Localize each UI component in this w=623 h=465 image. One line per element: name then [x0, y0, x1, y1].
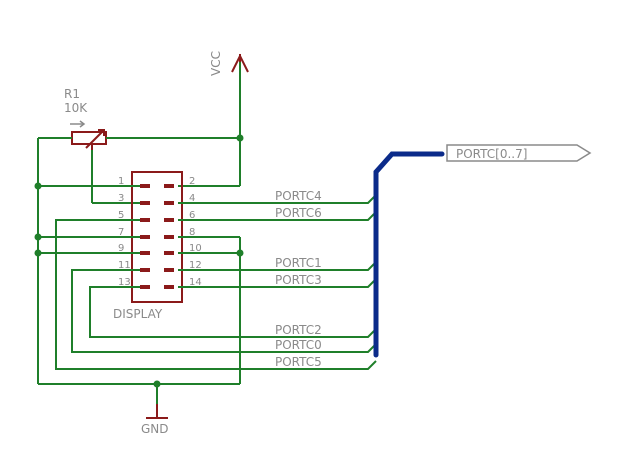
vcc-label: VCC: [209, 51, 223, 76]
r1-value: 10K: [64, 101, 88, 115]
net-labels: PORTC4PORTC6PORTC1PORTC3PORTC2PORTC0PORT…: [275, 189, 322, 369]
net-label-portc2: PORTC2: [275, 323, 322, 337]
portc-port-flag: PORTC[0..7]: [446, 144, 592, 162]
pin-number-6: 6: [189, 210, 195, 221]
pin-number-9: 9: [118, 243, 124, 254]
gnd-symbol: GND: [141, 384, 169, 436]
net-label-portc3: PORTC3: [275, 273, 322, 287]
r1-name: R1: [64, 87, 80, 101]
pin-number-5: 5: [118, 210, 124, 221]
pin-number-14: 14: [189, 277, 202, 288]
display-label: DISPLAY: [113, 307, 163, 321]
junctions: [34, 134, 244, 388]
net-label-portc6: PORTC6: [275, 206, 322, 220]
net-label-portc1: PORTC1: [275, 256, 322, 270]
r1-potentiometer: R1 10K: [64, 87, 107, 150]
pin-number-12: 12: [189, 260, 202, 271]
pin-number-1: 1: [118, 176, 124, 187]
portc-bus: [373, 151, 445, 358]
portc-bus-label: PORTC[0..7]: [456, 147, 527, 161]
portc-signal-wires: [55, 194, 377, 370]
vcc-symbol: VCC: [209, 51, 249, 76]
net-label-portc0: PORTC0: [275, 338, 322, 352]
pin-number-8: 8: [189, 227, 195, 238]
net-label-portc4: PORTC4: [275, 189, 322, 203]
pin-number-4: 4: [189, 193, 195, 204]
pin-number-3: 3: [118, 193, 124, 204]
gnd-label: GND: [141, 422, 169, 436]
pin-number-7: 7: [118, 227, 124, 238]
pin-number-2: 2: [189, 176, 195, 187]
pin-number-13: 13: [118, 277, 131, 288]
net-label-portc5: PORTC5: [275, 355, 322, 369]
pin-number-10: 10: [189, 243, 202, 254]
pin-number-11: 11: [118, 260, 131, 271]
